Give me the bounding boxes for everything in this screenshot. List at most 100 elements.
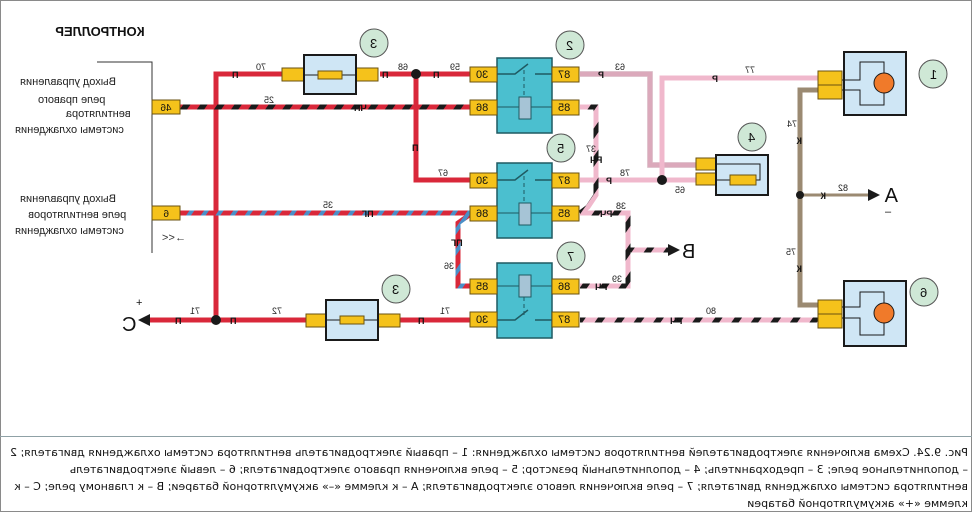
terminal-b-label: B: [682, 241, 695, 263]
svg-text:Р: Р: [606, 176, 612, 186]
wire-36: [455, 210, 474, 289]
svg-text:72: 72: [272, 306, 282, 316]
svg-text:7: 7: [567, 249, 574, 264]
fuse-top: 3: [281, 28, 389, 95]
terminal-c-label: C: [122, 314, 136, 336]
terminal-a-sign: –: [885, 206, 892, 218]
svg-text:системы охлаждения: системы охлаждения: [15, 124, 124, 136]
svg-text:3: 3: [392, 282, 399, 297]
junction-dot: [657, 175, 667, 185]
relay-5: 30 87 86 85 5: [469, 133, 580, 239]
svg-text:6: 6: [920, 285, 927, 300]
svg-text:65: 65: [675, 185, 685, 195]
svg-text:П: П: [382, 70, 388, 80]
svg-text:82: 82: [838, 183, 848, 193]
wire-37: [578, 104, 599, 215]
svg-text:Р: Р: [598, 70, 604, 80]
svg-text:87: 87: [558, 69, 570, 81]
svg-text:ПГ: ПГ: [451, 238, 463, 248]
wire-p-down: [413, 74, 472, 183]
motor-1: 1: [817, 51, 948, 116]
svg-text:Выход управления: Выход управления: [20, 193, 116, 205]
arrow-b-icon: [668, 244, 680, 256]
terminal-a-label: A: [884, 185, 898, 207]
wire-63-edge: [580, 71, 700, 168]
svg-text:вентилятора: вентилятора: [65, 108, 131, 120]
svg-text:85: 85: [558, 208, 570, 220]
controller-pin-6: 6: [151, 205, 181, 221]
wire-color-codes: П П П П Р Р Р ЧП РЧ РЧ РЧ РЧ ПГ ПГ К К К…: [175, 70, 826, 326]
svg-text:30: 30: [476, 175, 488, 187]
wire-63: [580, 71, 700, 168]
svg-text:37: 37: [586, 144, 596, 154]
svg-text:25: 25: [264, 95, 274, 105]
svg-text:системы охлаждения: системы охлаждения: [15, 225, 124, 237]
connector-symbol: →<<: [162, 232, 186, 244]
svg-text:П: П: [175, 316, 181, 326]
svg-text:86: 86: [476, 102, 488, 114]
svg-text:87: 87: [558, 175, 570, 187]
svg-text:71: 71: [440, 306, 450, 316]
controller-output-1-label: Выход управления реле правого вентилятор…: [15, 76, 131, 136]
svg-text:2: 2: [566, 38, 573, 53]
fuse-bottom: 3: [305, 274, 411, 341]
svg-text:реле правого: реле правого: [38, 94, 105, 106]
svg-text:РЧ: РЧ: [600, 209, 612, 219]
svg-text:ПГ: ПГ: [362, 209, 374, 219]
svg-text:Выход управления: Выход управления: [20, 76, 116, 88]
resistor-4: 4: [695, 122, 769, 196]
wire-labels: 70 68 59 63 77 25 37 67 78 65 74 82 35 3…: [190, 62, 848, 316]
svg-text:реле вентиляторов: реле вентиляторов: [28, 209, 126, 221]
svg-text:87: 87: [558, 314, 570, 326]
wires: [150, 71, 870, 323]
figure-caption: Рис. 9.24. Схема включения электродвигат…: [10, 446, 968, 510]
svg-text:68: 68: [398, 62, 408, 72]
svg-text:70: 70: [256, 62, 266, 72]
svg-text:67: 67: [438, 168, 448, 178]
svg-text:39: 39: [612, 274, 622, 284]
wire-red-feed: [213, 71, 290, 320]
svg-text:6: 6: [163, 209, 169, 220]
arrow-c-icon: [138, 314, 150, 326]
junction-dot: [796, 191, 804, 199]
svg-text:РЧ: РЧ: [595, 282, 607, 292]
svg-text:К: К: [796, 136, 802, 146]
svg-text:5: 5: [557, 141, 564, 156]
controller-output-2-label: Выход управления реле вентиляторов систе…: [15, 193, 126, 237]
svg-text:П: П: [433, 70, 439, 80]
wiring-diagram: КОНТРОЛЛЕР Выход управления реле правого…: [15, 24, 948, 347]
controller-bracket: [97, 61, 153, 253]
relay-2: 30 87 86 85 2: [469, 30, 585, 134]
svg-text:75: 75: [786, 247, 796, 257]
svg-text:3: 3: [370, 36, 377, 51]
controller-title: КОНТРОЛЛЕР: [55, 24, 145, 39]
svg-text:К: К: [796, 264, 802, 274]
svg-text:30: 30: [476, 314, 488, 326]
svg-text:59: 59: [450, 62, 460, 72]
svg-text:1: 1: [930, 67, 937, 82]
svg-text:78: 78: [620, 168, 630, 178]
junction-dot: [411, 69, 421, 79]
svg-text:74: 74: [787, 119, 797, 129]
svg-text:36: 36: [444, 261, 454, 271]
svg-text:Р: Р: [712, 74, 718, 84]
svg-text:РЧ: РЧ: [590, 155, 602, 165]
svg-text:80: 80: [706, 306, 716, 316]
svg-text:РЧ: РЧ: [670, 316, 682, 326]
svg-text:35: 35: [323, 200, 333, 210]
svg-text:85: 85: [476, 281, 488, 293]
svg-text:П: П: [412, 143, 418, 153]
svg-text:71: 71: [190, 306, 200, 316]
svg-text:38: 38: [616, 201, 626, 211]
svg-text:30: 30: [476, 69, 488, 81]
relay-7: 85 86 30 87 7: [469, 241, 586, 339]
svg-text:4: 4: [748, 130, 755, 145]
arrow-a-icon: [868, 189, 880, 201]
controller-pin-46: 46: [151, 99, 181, 115]
svg-text:63: 63: [615, 62, 625, 72]
svg-text:П: П: [230, 316, 236, 326]
svg-text:46: 46: [160, 103, 172, 114]
wire-77: [659, 75, 820, 180]
svg-text:ЧП: ЧП: [354, 103, 367, 113]
svg-text:К: К: [820, 191, 826, 201]
